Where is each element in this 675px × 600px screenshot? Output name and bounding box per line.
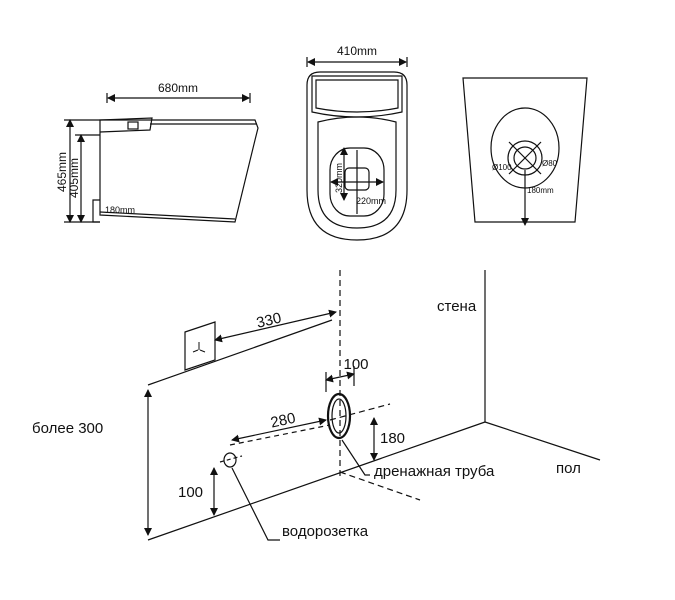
dim-330-label: 330 [255,310,283,332]
more-300-label: более 300 [32,420,103,437]
floor-label: пол [556,460,581,477]
water-socket-label: водорозетка [282,523,369,540]
side-width-label: 680mm [158,81,198,95]
side-height-seat-label: 405mm [67,158,81,198]
bottom-offset-label: 180mm [527,186,554,195]
bottom-diameter-outer-label: Ø100 [492,163,512,172]
bottom-view [462,77,588,226]
dim-180-label: 180 [380,430,405,447]
side-view [64,93,259,223]
bottom-diameter-inner-label: Ø80 [542,159,558,168]
installation-view [144,270,601,541]
top-view [306,57,408,241]
side-height-total-label: 465mm [55,152,69,192]
wall-label: стена [437,298,477,315]
dim-100-top-label: 100 [343,356,368,373]
dim-100-left-label: 100 [178,484,203,501]
top-inner-height-label: 320mm [334,163,344,193]
top-width-label: 410mm [337,44,377,58]
drain-pipe-label: дренажная труба [374,463,495,480]
water-socket-icon [192,342,206,353]
top-inner-width-label: 220mm [356,196,386,206]
dim-280-label: 280 [269,410,297,432]
side-outlet-label: 180mm [105,205,135,215]
